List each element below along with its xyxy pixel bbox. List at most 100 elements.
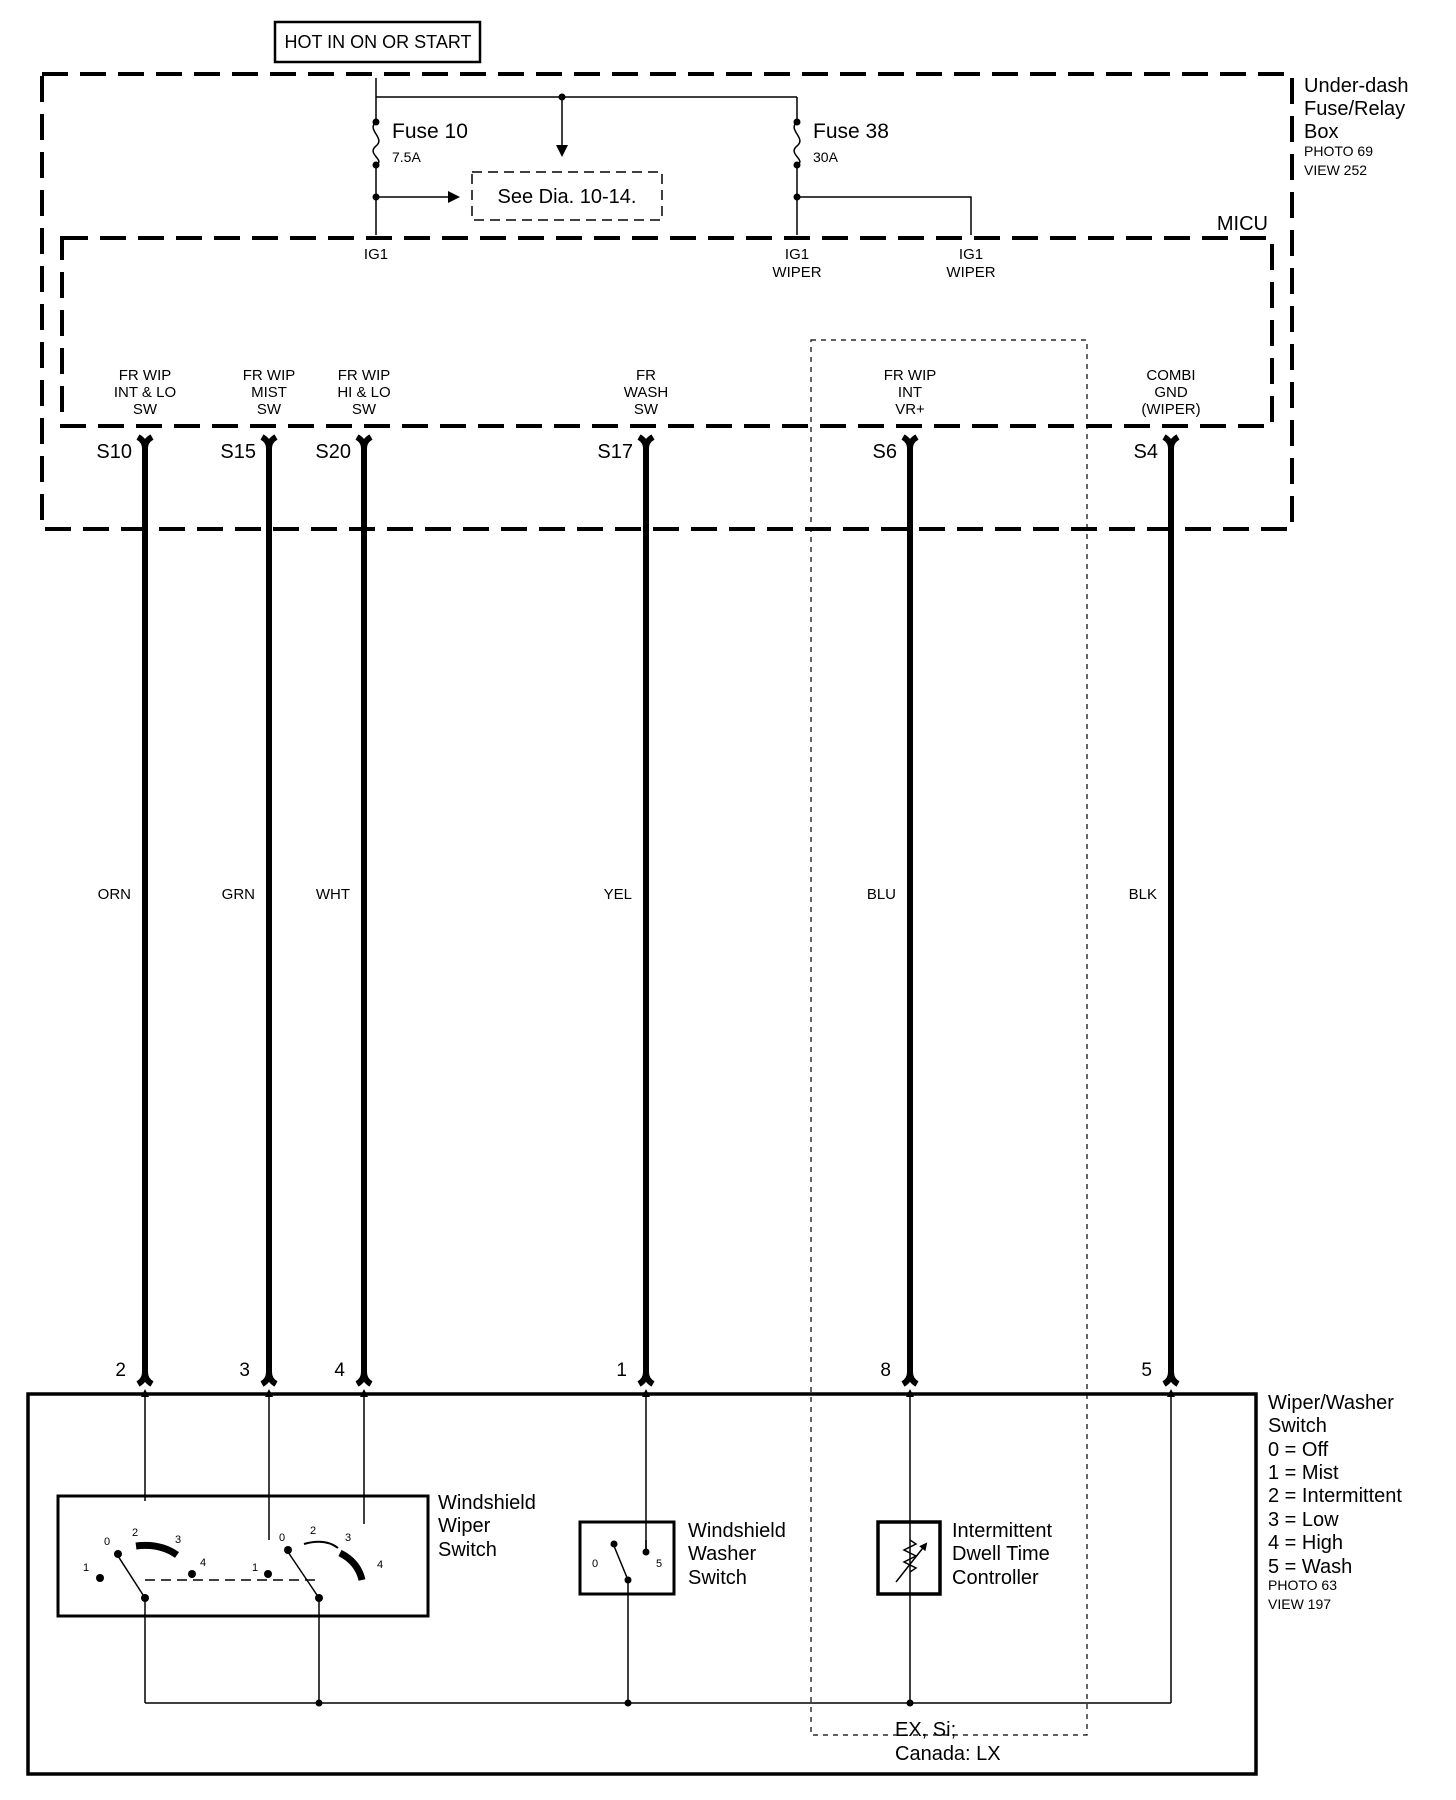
wire-s10-orn	[136, 434, 154, 1387]
pin-label-s15-line-2: MIST	[251, 384, 287, 401]
micu-input-ig1: IG1	[364, 246, 388, 263]
switch-assembly-line-2: Switch	[1268, 1415, 1327, 1437]
wire-color-blu: BLU	[867, 886, 896, 903]
fuse-box-view: VIEW 252	[1304, 162, 1367, 178]
pin-label-s6-line-3: VR+	[895, 401, 925, 418]
wiper-pos-0b: 0	[279, 1532, 285, 1544]
switch-assembly-line-1: Wiper/Washer	[1268, 1392, 1394, 1414]
switch-assembly-line-4: 1 = Mist	[1268, 1462, 1339, 1484]
switch-assembly-line-3: 0 = Off	[1268, 1439, 1329, 1461]
cavity-numbers: 2 3 4 1 8 5	[115, 1360, 1152, 1381]
pin-label-s10-line-1: FR WIP	[119, 367, 172, 384]
terminal-pin-labels: FR WIP INT & LO SW FR WIP MIST SW FR WIP…	[114, 367, 1201, 418]
pin-label-s6-line-1: FR WIP	[884, 367, 937, 384]
see-diagram-ref: See Dia. 10-14.	[471, 171, 663, 221]
wire-color-blk: BLK	[1129, 886, 1157, 903]
pin-label-s10: FR WIP INT & LO SW	[114, 367, 176, 418]
wiper-pos-4a: 4	[200, 1557, 206, 1569]
wiper-pos-3a: 3	[175, 1534, 181, 1546]
wiper-switch-box	[56, 1494, 430, 1618]
wiper-switch-label-3: Switch	[438, 1539, 497, 1561]
wiper-pos-0a: 0	[104, 1536, 110, 1548]
pin-label-s20-line-2: HI & LO	[337, 384, 390, 401]
fuse-38-rating: 30A	[813, 149, 839, 165]
cavity-3: 3	[239, 1360, 250, 1381]
washer-switch-label-2: Washer	[688, 1543, 757, 1565]
pin-label-s6-line-2: INT	[898, 384, 922, 401]
terminal-s10: S10	[96, 441, 132, 463]
common-return-bus	[144, 1580, 1171, 1707]
wire-color-orn: ORN	[98, 886, 131, 903]
micu-outline	[60, 236, 1274, 428]
pin-label-s17: FR WASH SW	[624, 367, 668, 418]
switch-assembly-photo: PHOTO 63	[1268, 1577, 1337, 1593]
cavity-2: 2	[115, 1360, 126, 1381]
terminal-s17: S17	[597, 441, 633, 463]
pin-label-s17-line-2: WASH	[624, 384, 668, 401]
variant-note: EX, Si; Canada: LX	[895, 1719, 1001, 1765]
cavity-1: 1	[616, 1360, 627, 1381]
micu-input-3-line-1: IG1	[959, 246, 983, 263]
fuse-box-label: Under-dash Fuse/Relay Box PHOTO 69 VIEW …	[1304, 75, 1409, 178]
pin-label-s20-line-1: FR WIP	[338, 367, 391, 384]
wire-s4-blk	[1162, 434, 1180, 1387]
power-bus	[375, 78, 797, 157]
cavity-4: 4	[334, 1360, 345, 1381]
dwell-controller-label-3: Controller	[952, 1567, 1039, 1589]
wiper-pos-1b: 1	[252, 1562, 258, 1574]
terminal-designators: S10 S15 S20 S17 S6 S4	[96, 441, 1158, 463]
wire-s15-grn	[260, 434, 278, 1387]
pin-label-s10-line-2: INT & LO	[114, 384, 176, 401]
fuse-box-line-2: Fuse/Relay	[1304, 98, 1405, 120]
micu-input-ig1-wiper-a: IG1 WIPER	[772, 246, 821, 281]
dwell-controller-box	[876, 1520, 942, 1596]
dwell-controller-label-1: Intermittent	[952, 1520, 1052, 1542]
micu-input-3-line-2: WIPER	[946, 264, 995, 281]
pin-label-s6: FR WIP INT VR+	[884, 367, 937, 418]
cavity-5: 5	[1141, 1360, 1152, 1381]
variant-note-line-2: Canada: LX	[895, 1743, 1001, 1765]
wiper-switch-right-contacts: 1 0 2 3 4	[252, 1525, 383, 1602]
fuse-10-rating: 7.5A	[392, 149, 421, 165]
hot-label-text: HOT IN ON OR START	[284, 32, 471, 52]
cavity-8: 8	[880, 1360, 891, 1381]
switch-assembly-line-6: 3 = Low	[1268, 1509, 1339, 1531]
washer-switch-box	[578, 1520, 676, 1596]
pin-label-s4-line-3: (WIPER)	[1141, 401, 1200, 418]
fuse-box-line-1: Under-dash	[1304, 75, 1409, 97]
pin-label-s15-line-1: FR WIP	[243, 367, 296, 384]
pin-label-s17-line-3: SW	[634, 401, 659, 418]
wire-s6-blu	[901, 434, 919, 1387]
internal-leads	[141, 1389, 1175, 1703]
terminal-s6: S6	[873, 441, 897, 463]
wiper-switch-label-2: Wiper	[438, 1515, 491, 1537]
wire-color-labels: ORN GRN WHT YEL BLU BLK	[98, 886, 1157, 903]
pin-label-s10-line-3: SW	[133, 401, 158, 418]
wire-color-yel: YEL	[604, 886, 632, 903]
switch-assembly-line-5: 2 = Intermittent	[1268, 1485, 1402, 1507]
washer-pos-5: 5	[656, 1558, 662, 1570]
washer-switch-label-1: Windshield	[688, 1520, 786, 1542]
terminal-s15: S15	[220, 441, 256, 463]
fuse-10: Fuse 10 7.5A	[372, 97, 468, 235]
wiper-pos-1a: 1	[83, 1562, 89, 1574]
micu-input-1-line-1: IG1	[364, 246, 388, 263]
wiper-pos-3b: 3	[345, 1532, 351, 1544]
wire-s20-wht	[355, 434, 373, 1387]
wiper-pos-4b: 4	[377, 1559, 383, 1571]
pin-label-s20-line-3: SW	[352, 401, 377, 418]
wiper-switch-label-1: Windshield	[438, 1492, 536, 1514]
hot-label: HOT IN ON OR START	[273, 20, 482, 64]
micu-input-2-line-2: WIPER	[772, 264, 821, 281]
pin-label-s4: COMBI GND (WIPER)	[1141, 367, 1200, 418]
fuse-10-name: Fuse 10	[392, 120, 468, 143]
see-diagram-text: See Dia. 10-14.	[498, 186, 637, 208]
switch-assembly-line-7: 4 = High	[1268, 1532, 1343, 1554]
switch-assembly-line-8: 5 = Wash	[1268, 1556, 1352, 1578]
terminal-s20: S20	[315, 441, 351, 463]
wiper-pos-2a: 2	[132, 1527, 138, 1539]
fuse-38-name: Fuse 38	[813, 120, 889, 143]
variant-region-outline	[810, 339, 1088, 1736]
washer-pos-0: 0	[592, 1558, 598, 1570]
